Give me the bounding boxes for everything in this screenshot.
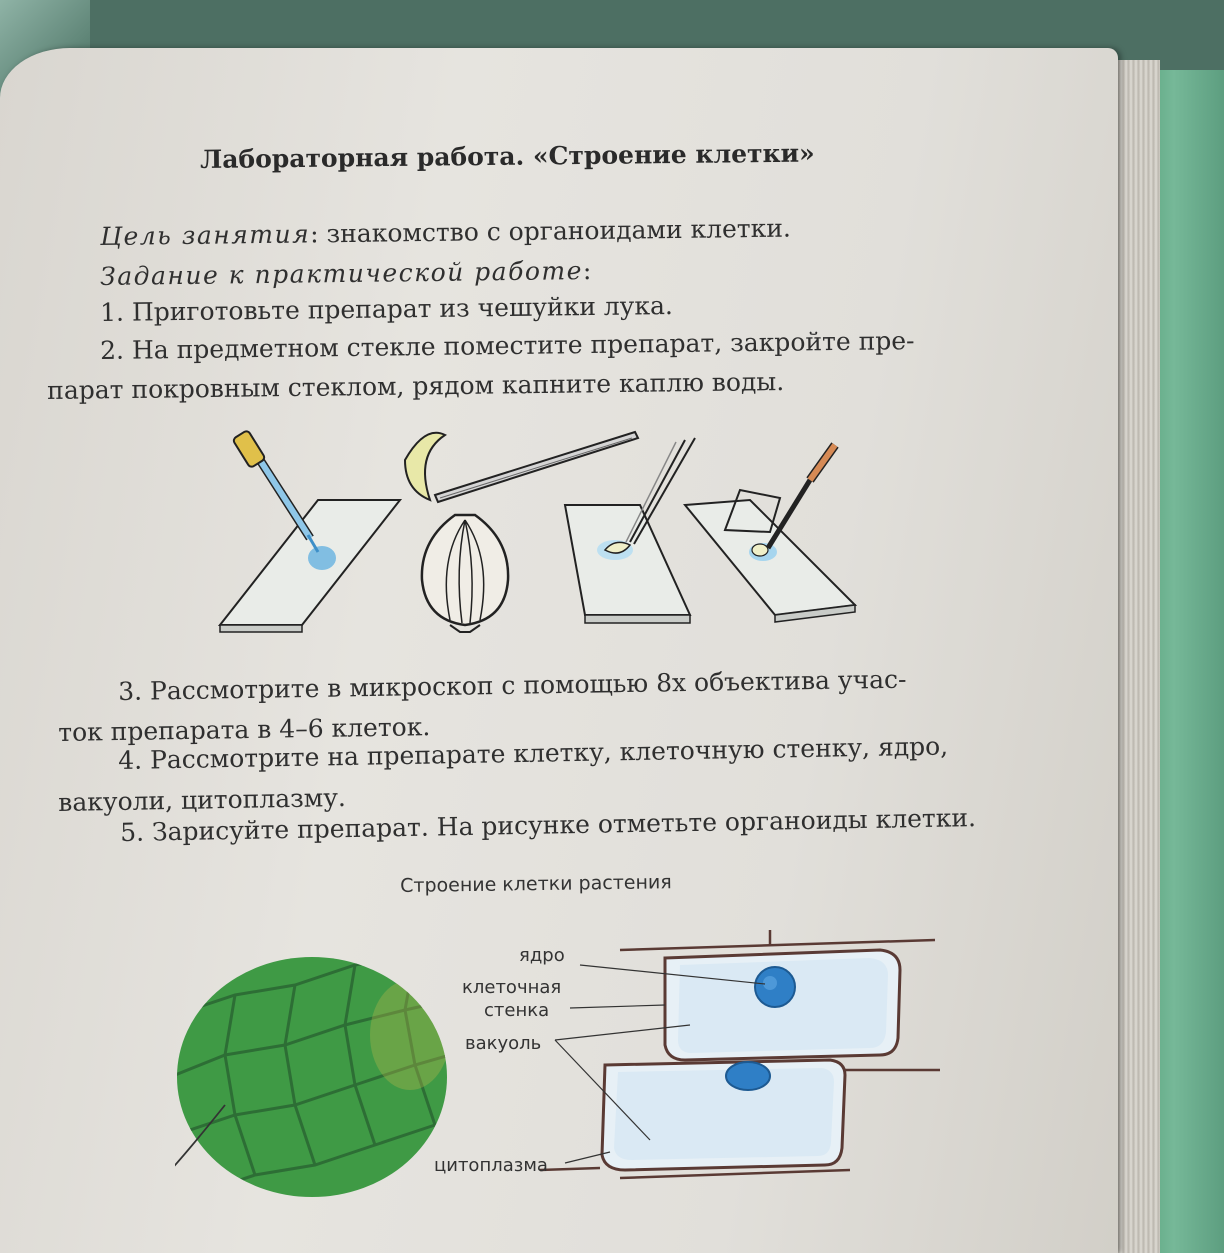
cell-diagram [540, 930, 940, 1180]
leader-nucleus [579, 964, 766, 985]
leader-vacuole-1 [554, 1024, 691, 1041]
leader-wall [569, 1004, 666, 1009]
cover-glass [723, 488, 782, 534]
dissecting-needle-2 [633, 437, 696, 545]
nucleus-lower [725, 1061, 771, 1091]
task-suffix: : [582, 255, 592, 286]
goal-label: Цель занятия [100, 219, 311, 251]
glass-slide-2 [563, 504, 692, 616]
lab-procedure-illustration [217, 430, 858, 633]
figure-caption: Строение клетки растения [400, 871, 672, 897]
leader-vacuole-2 [554, 1039, 651, 1141]
water-drop-1 [308, 546, 336, 570]
label-wall-2: стенка [484, 1000, 550, 1021]
label-vacuole: вакуоль [465, 1033, 542, 1054]
pencil-mark [175, 1104, 226, 1167]
microscope-cell-view [175, 957, 447, 1197]
dissecting-needle-1 [629, 439, 686, 543]
step-4-line2: вакуоли, цитоплазму. [58, 782, 347, 817]
tweezers [433, 430, 640, 504]
task-line: Задание к практической работе: [100, 256, 592, 291]
task-label: Задание к практической работе [100, 256, 584, 291]
leader-cytoplasm [564, 1151, 611, 1164]
onion-scale [403, 431, 447, 502]
label-cytoplasm: цитоплазма [434, 1155, 548, 1176]
pipette-bulb [232, 430, 266, 468]
onion-bulb [420, 513, 510, 627]
label-nucleus: ядро [519, 945, 565, 966]
pipette-2 [807, 443, 838, 482]
goal-text: : знакомство с органоидами клетки. [309, 213, 792, 249]
label-wall-1: клеточная [462, 977, 562, 998]
